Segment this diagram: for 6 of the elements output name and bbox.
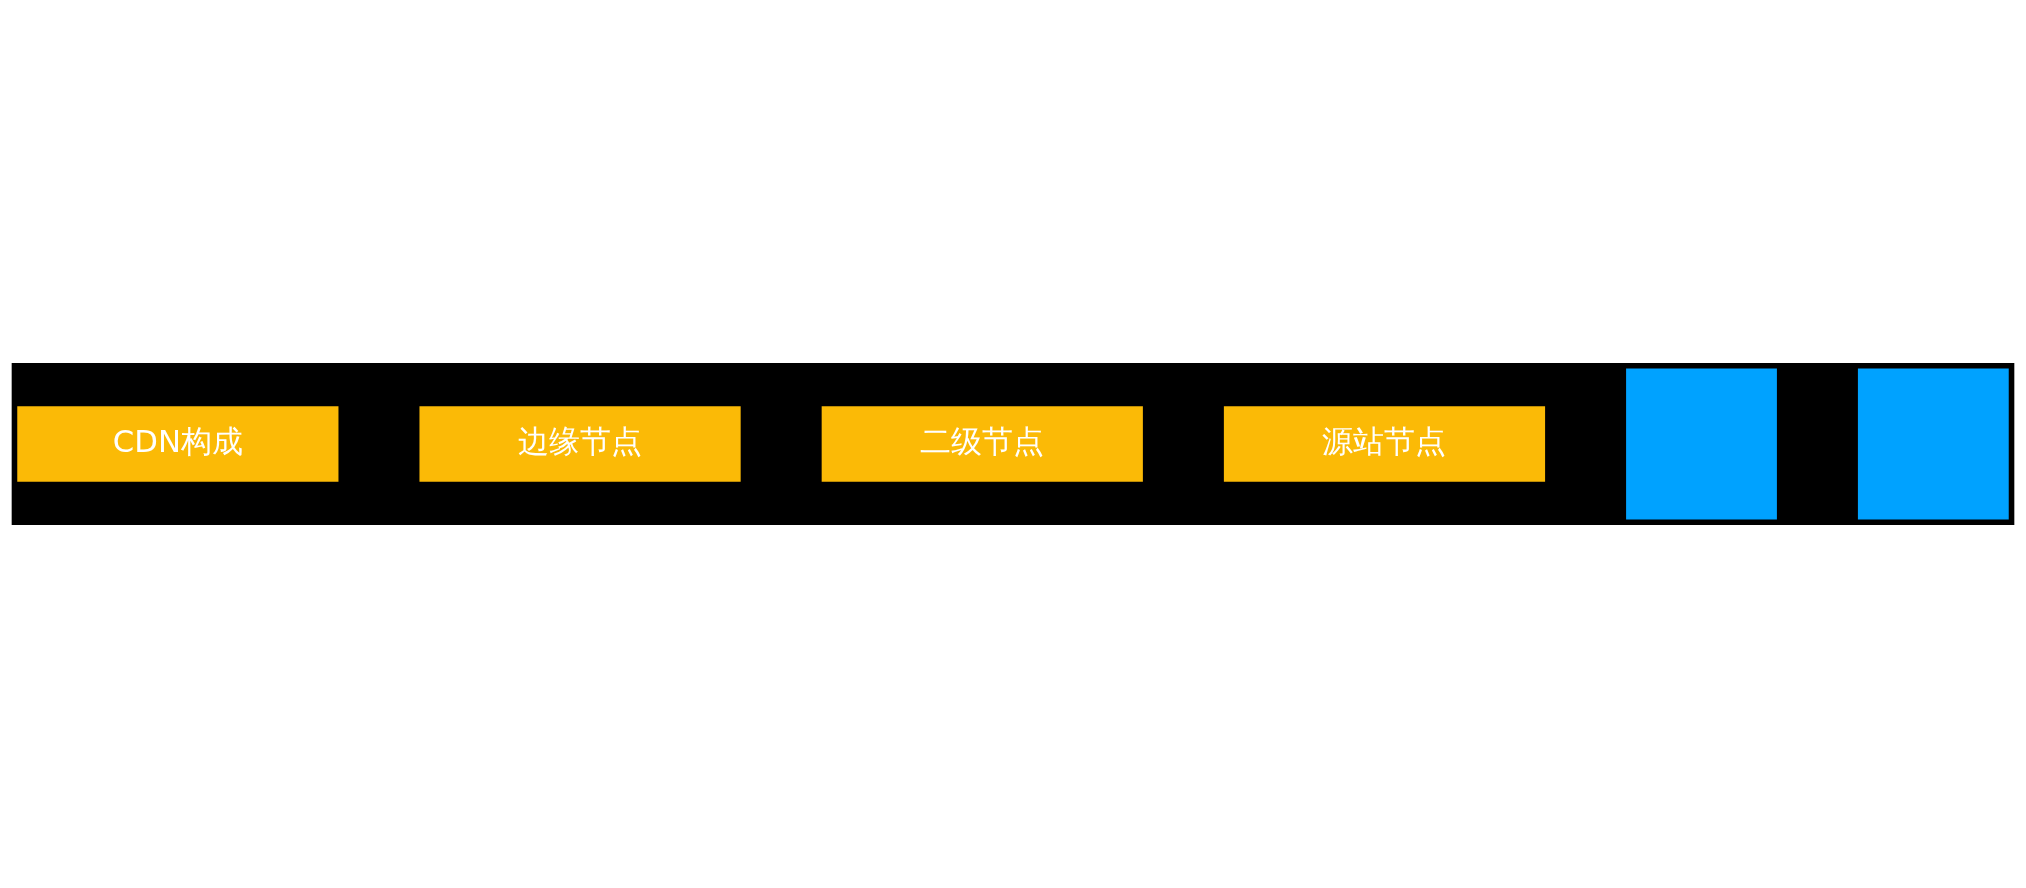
node-box: CDN构成 — [17, 406, 339, 482]
node-box: 二级节点 — [821, 406, 1143, 482]
node-box — [1626, 368, 1777, 520]
node-box: 源站节点 — [1223, 406, 1546, 482]
node-box — [1857, 368, 2009, 520]
node-box: 边缘节点 — [419, 406, 741, 482]
